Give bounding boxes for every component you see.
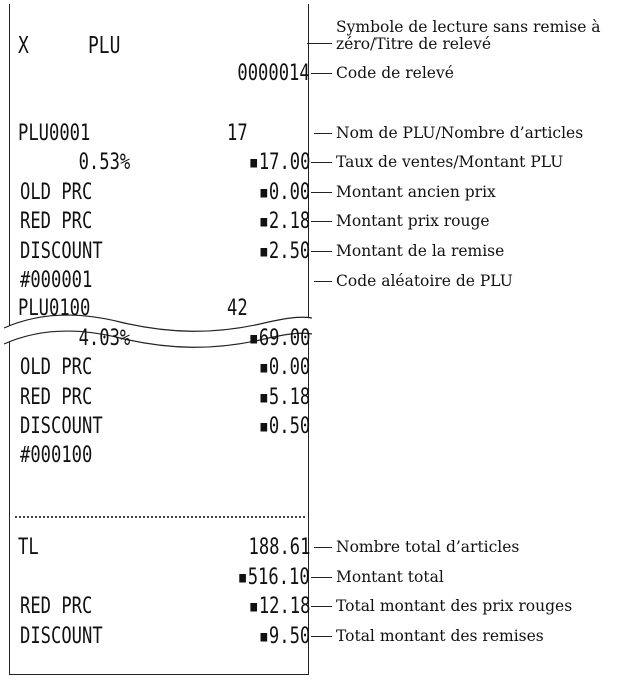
plu-sales-rate: 4.03% [78,326,130,351]
total-discount-label: DISCOUNT [20,624,103,649]
plu-name: PLU0100 [18,296,91,321]
red-prc-value: ▪2.18 [258,209,310,234]
annotation-sales-rate-amount: Taux de ventes/Montant PLU [336,153,564,171]
discount-value: ▪0.50 [258,414,310,439]
annotation-total-red: Total montant des prix rouges [336,597,573,615]
leader-line [311,192,332,193]
discount-label: DISCOUNT [20,414,103,439]
random-code: #000100 [20,443,93,468]
total-label: TL [18,535,39,560]
old-prc-value: ▪0.00 [258,355,310,380]
separator-line [15,516,305,518]
red-prc-label: RED PRC [20,209,93,234]
annotation-discount: Montant de la remise [336,242,505,260]
annotation-plu-name-count: Nom de PLU/Nombre d’articles [336,124,584,142]
annotation-total-count: Nombre total d’articles [336,538,520,556]
total-red-prc-value: ▪12.18 [248,594,310,619]
report-title: PLU [88,33,121,59]
leader-line [314,281,332,282]
read-mode-symbol: X [18,33,29,59]
discount-label: DISCOUNT [20,239,103,264]
annotation-old-price: Montant ancien prix [336,183,496,201]
plu-amount: ▪69.00 [248,326,310,351]
leader-line [311,73,332,74]
annotation-report-code: Code de relevé [336,64,454,82]
red-prc-label: RED PRC [20,385,93,410]
leader-line [311,636,332,637]
leader-line [311,221,332,222]
old-prc-value: ▪0.00 [258,180,310,205]
leader-line [311,162,332,163]
leader-line [311,577,332,578]
plu-count: 42 [227,296,248,321]
total-discount-value: ▪9.50 [258,624,310,649]
annotation-title-line1: Symbole de lecture sans remise à [336,18,601,36]
annotation-red-price: Montant prix rouge [336,212,490,230]
plu-count: 17 [227,121,248,146]
leader-line [311,606,332,607]
plu-amount: ▪17.00 [248,150,310,175]
plu-sales-rate: 0.53% [78,150,130,175]
total-amount: ▪516.10 [237,565,310,590]
annotation-title-line2: zéro/Titre de relevé [336,35,491,53]
discount-value: ▪2.50 [258,239,310,264]
leader-line [307,43,332,44]
random-code: #000001 [20,268,93,293]
red-prc-value: ▪5.18 [258,385,310,410]
plu-name: PLU0001 [18,121,91,146]
leader-line [314,547,332,548]
old-prc-label: OLD PRC [20,355,93,380]
annotation-total-amount: Montant total [336,568,444,586]
old-prc-label: OLD PRC [20,180,93,205]
leader-line [314,133,332,134]
total-count: 188.61 [248,535,310,560]
report-code: 0000014 [237,61,310,86]
annotation-total-discount: Total montant des remises [336,627,544,645]
total-red-prc-label: RED PRC [20,594,93,619]
leader-line [311,251,332,252]
annotation-random-code: Code aléatoire de PLU [336,272,513,290]
